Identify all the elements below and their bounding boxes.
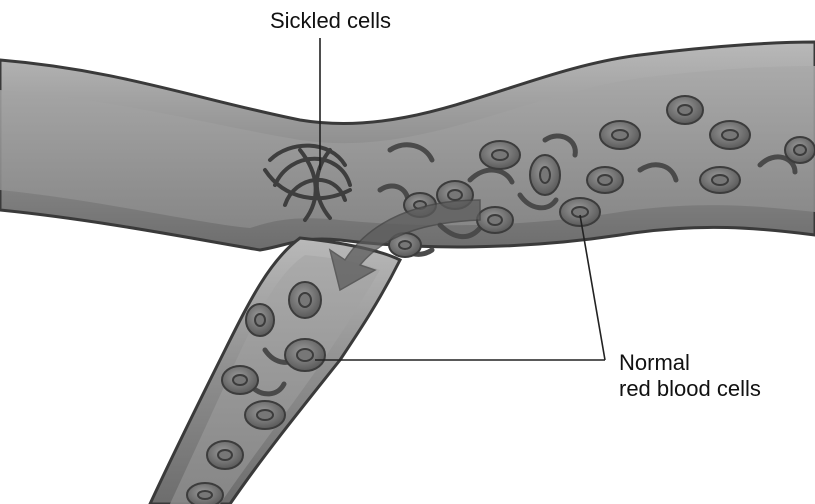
- normal-cell: [222, 366, 258, 394]
- normal-cell: [285, 339, 325, 371]
- normal-cell: [187, 483, 223, 504]
- normal-cell: [560, 198, 600, 226]
- normal-cell: [207, 441, 243, 469]
- normal-cell: [289, 282, 321, 318]
- normal-cells-label: Normal red blood cells: [619, 350, 761, 402]
- normal-cell: [480, 141, 520, 169]
- normal-cell: [245, 401, 285, 429]
- sickled-cells-label: Sickled cells: [270, 8, 391, 34]
- normal-cell: [710, 121, 750, 149]
- normal-cell: [785, 137, 815, 163]
- normal-cell: [600, 121, 640, 149]
- normal-cells-label-line1: Normal: [619, 350, 761, 376]
- normal-cell: [530, 155, 560, 195]
- normal-cell: [477, 207, 513, 233]
- normal-cell: [587, 167, 623, 193]
- normal-cell: [246, 304, 274, 336]
- normal-cell: [700, 167, 740, 193]
- normal-cell: [667, 96, 703, 124]
- branch-vessel-lumen: [170, 255, 380, 504]
- normal-cells-label-line2: red blood cells: [619, 376, 761, 402]
